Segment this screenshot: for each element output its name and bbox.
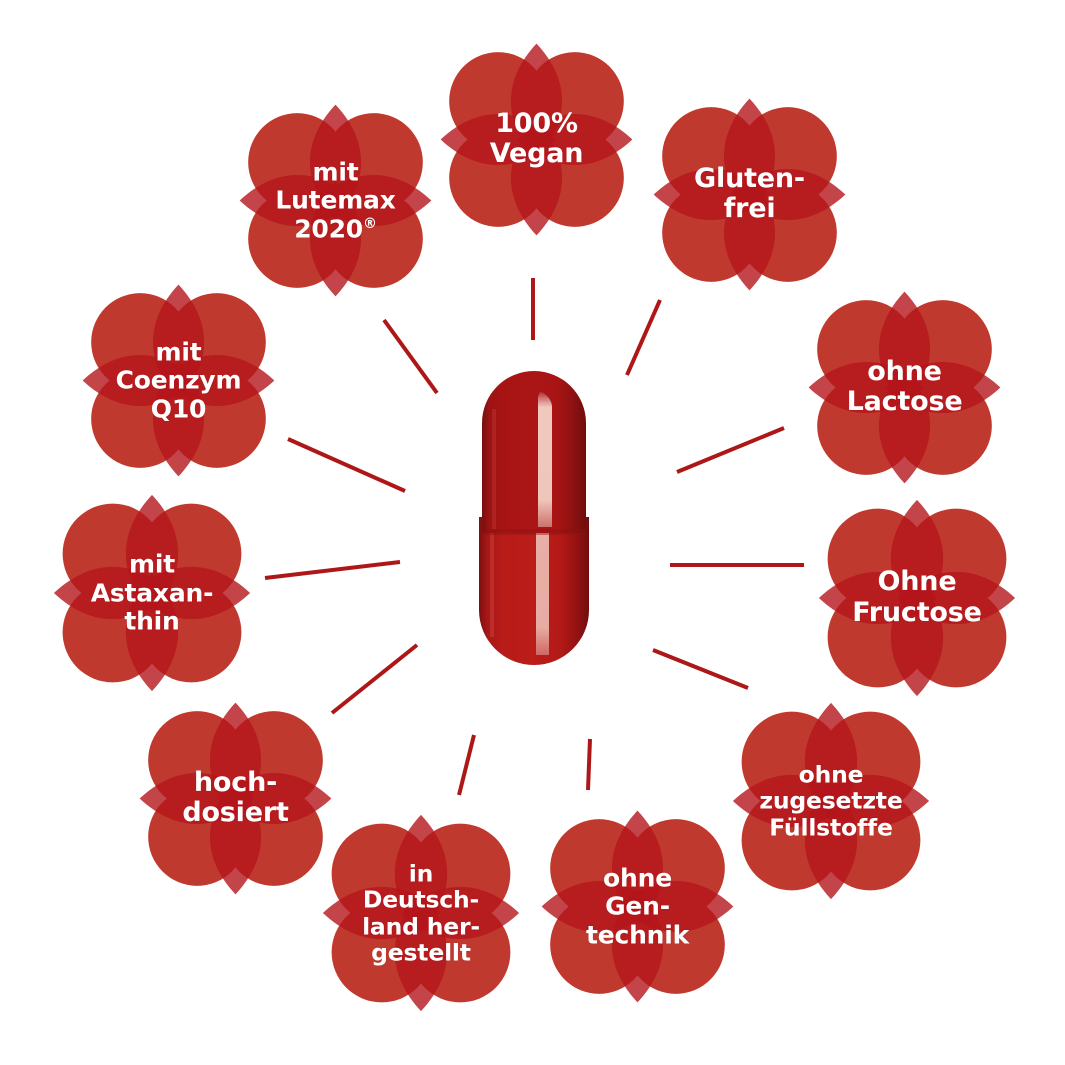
rosette-petals bbox=[818, 499, 1016, 697]
badge-no-fillers[interactable]: ohne zugesetzte Füllstoffe bbox=[722, 692, 940, 910]
connector-coenzym bbox=[287, 437, 406, 493]
rosette-petals bbox=[440, 43, 633, 236]
rosette-shape bbox=[732, 702, 930, 900]
rosette-shape bbox=[818, 499, 1016, 697]
badge-vegan[interactable]: 100% Vegan bbox=[430, 33, 643, 246]
connector-lactose bbox=[676, 426, 785, 474]
rosette-petals bbox=[82, 284, 275, 477]
capsule-cap-half bbox=[482, 371, 586, 535]
badge-no-gmo[interactable]: ohne Gen- technik bbox=[531, 800, 744, 1013]
rosette-petals bbox=[732, 702, 930, 900]
rosette-petals bbox=[139, 702, 332, 895]
rosette-petals bbox=[653, 98, 846, 291]
connector-gentechnik bbox=[586, 738, 592, 791]
rosette-petals bbox=[322, 814, 520, 1012]
badge-made-in-germany[interactable]: in Deutsch- land her- gestellt bbox=[312, 804, 530, 1022]
badge-lutemax-2020[interactable]: mit Lutemax 2020® bbox=[229, 94, 442, 307]
rosette-shape bbox=[82, 284, 275, 477]
rosette-shape bbox=[322, 814, 520, 1012]
connector-lutemax bbox=[382, 318, 439, 395]
capsule-svg bbox=[479, 371, 589, 665]
connector-astaxanthin bbox=[264, 560, 401, 580]
connector-fuellstoffe bbox=[652, 648, 749, 690]
rosette-shape bbox=[541, 810, 734, 1003]
capsule-body-half bbox=[479, 517, 589, 665]
badge-no-fructose[interactable]: Ohne Fructose bbox=[808, 489, 1026, 707]
connector-glutenfrei bbox=[625, 299, 662, 376]
badge-gluten-free[interactable]: Gluten- frei bbox=[643, 88, 856, 301]
rosette-shape bbox=[440, 43, 633, 236]
rosette-petals bbox=[239, 104, 432, 297]
badge-astaxanthin[interactable]: mit Astaxan- thin bbox=[43, 484, 261, 702]
badge-high-dose[interactable]: hoch- dosiert bbox=[129, 692, 342, 905]
connector-deutschland bbox=[457, 734, 476, 796]
rosette-shape bbox=[653, 98, 846, 291]
rosette-shape bbox=[139, 702, 332, 895]
rosette-petals bbox=[541, 810, 734, 1003]
capsule-image bbox=[478, 367, 590, 667]
rosette-shape bbox=[53, 494, 251, 692]
badge-no-lactose[interactable]: ohne Lactose bbox=[798, 281, 1011, 494]
rosette-petals bbox=[53, 494, 251, 692]
connector-hochdosiert bbox=[330, 643, 419, 715]
rosette-petals bbox=[808, 291, 1001, 484]
rosette-shape bbox=[808, 291, 1001, 484]
rosette-shape bbox=[239, 104, 432, 297]
